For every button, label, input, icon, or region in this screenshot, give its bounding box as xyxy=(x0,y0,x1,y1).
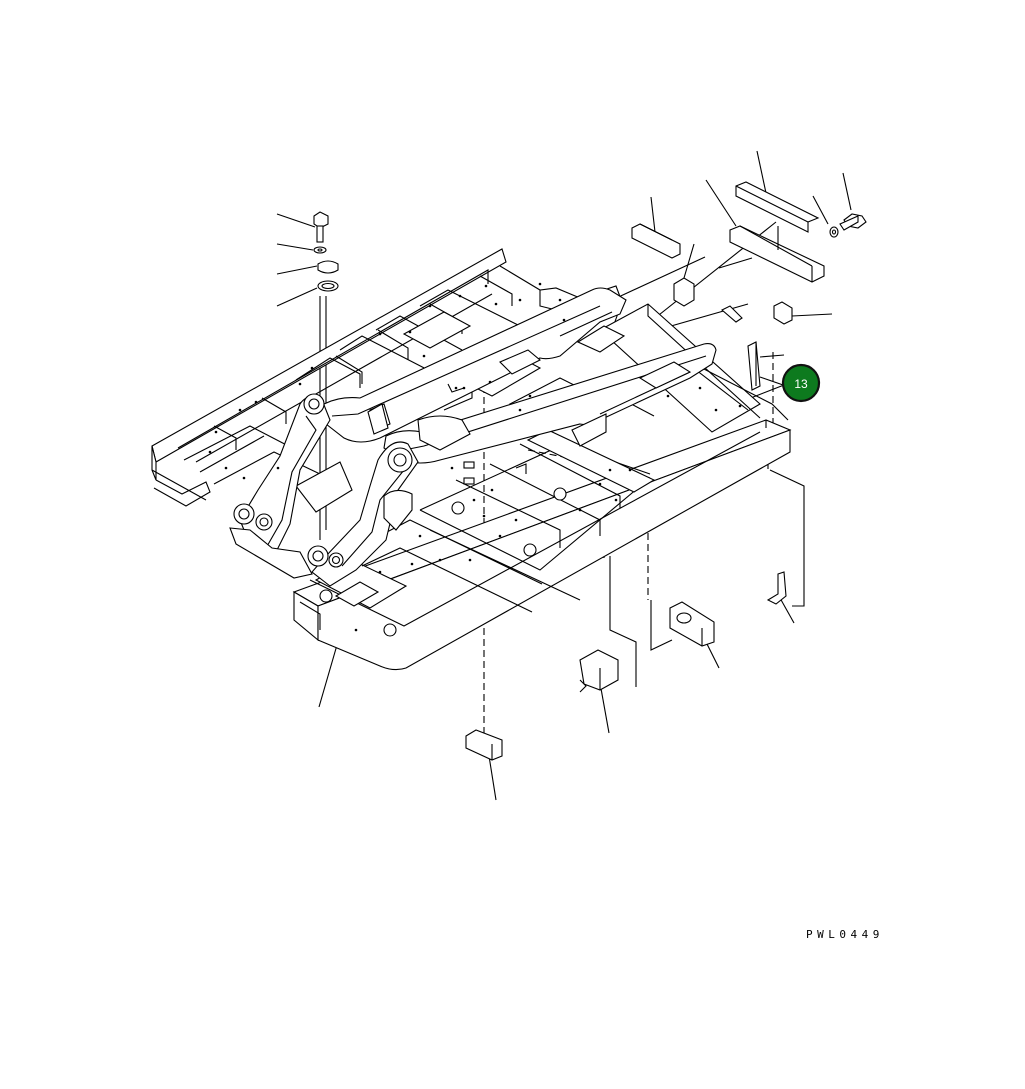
pivot-plates xyxy=(229,393,471,587)
rivet-dots xyxy=(208,282,742,632)
callout-label: 13 xyxy=(794,377,808,391)
callout-circle[interactable] xyxy=(781,363,821,403)
exploded-parts xyxy=(313,181,867,761)
callout-13[interactable]: 13 xyxy=(781,363,821,403)
routing-lines xyxy=(483,469,805,738)
drawing-code: PWL0449 xyxy=(806,928,884,941)
main-frame xyxy=(151,248,792,671)
